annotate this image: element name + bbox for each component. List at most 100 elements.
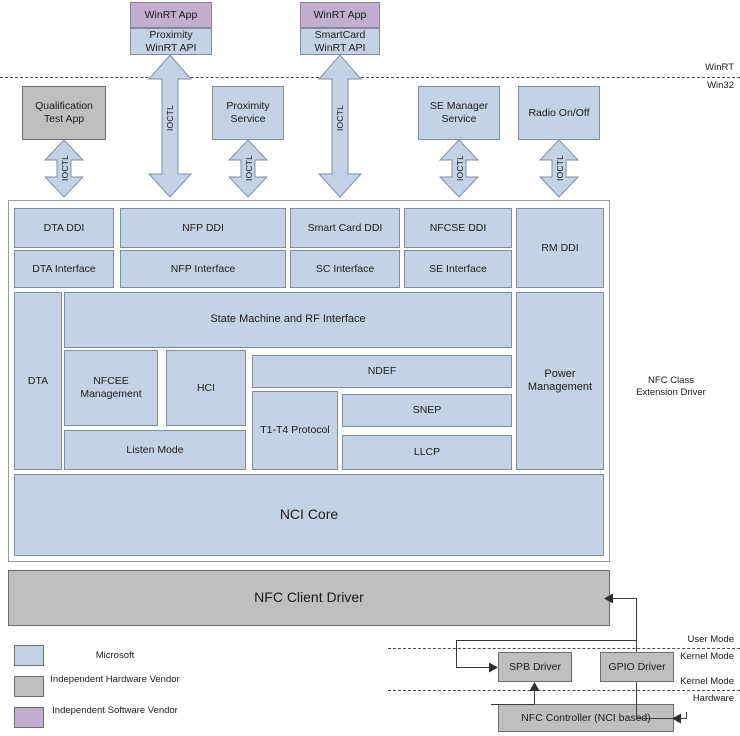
radio-on-off-box: Radio On/Off bbox=[518, 86, 600, 140]
connector-gpio-to-controller-right-vertical bbox=[686, 712, 687, 719]
nfp-ddi-label: NFP DDI bbox=[182, 221, 224, 234]
arrowhead-into-nfc-controller bbox=[672, 713, 682, 724]
hardware-label: Hardware bbox=[692, 693, 734, 704]
winrt-app-1-box: WinRT App bbox=[130, 2, 212, 28]
qualification-test-app-box: Qualification Test App bbox=[22, 86, 106, 140]
ioctl-label-proximity-service: IOCTL bbox=[244, 155, 254, 182]
se-manager-service-box: SE Manager Service bbox=[418, 86, 500, 140]
connector-gpio-to-controller-horizontal bbox=[636, 718, 686, 719]
smartcard-winrt-api-label: SmartCard WinRT API bbox=[314, 28, 366, 54]
connector-gpio-to-client-driver-horizontal bbox=[611, 598, 637, 599]
winrt-app-1-label: WinRT App bbox=[144, 8, 198, 21]
nfcee-management-box: NFCEE Management bbox=[64, 350, 158, 426]
ioctl-label-qualification-test-app: IOCTL bbox=[60, 155, 70, 182]
connector-controller-to-spb-left-vertical bbox=[491, 704, 492, 705]
connector-gpio-to-client-driver-vertical bbox=[636, 598, 637, 652]
connector-client-driver-to-spb-horizontal-bottom bbox=[456, 667, 491, 668]
user-kernel-mode-boundary-line bbox=[388, 648, 740, 649]
win32-boundary-label: Win32 bbox=[707, 80, 734, 91]
llcp-label: LLCP bbox=[413, 446, 441, 459]
se-interface-box: SE Interface bbox=[404, 250, 512, 288]
gpio-driver-box: GPIO Driver bbox=[600, 652, 674, 682]
proximity-service-label: Proximity Service bbox=[226, 100, 270, 125]
nfp-ddi-box: NFP DDI bbox=[120, 208, 286, 248]
ioctl-arrow-se-manager-service bbox=[439, 140, 479, 198]
connector-gpio-to-controller-vertical bbox=[636, 682, 637, 718]
nci-core-label: NCI Core bbox=[279, 506, 339, 523]
dta-interface-box: DTA Interface bbox=[14, 250, 114, 288]
dta-ddi-box: DTA DDI bbox=[14, 208, 114, 248]
t1-t4-protocol-box: T1-T4 Protocol bbox=[252, 391, 338, 470]
nfc-controller-label: NFC Controller (NCI based) bbox=[521, 711, 651, 724]
smart-card-ddi-box: Smart Card DDI bbox=[290, 208, 400, 248]
se-interface-label: SE Interface bbox=[429, 262, 487, 275]
smart-card-ddi-label: Smart Card DDI bbox=[307, 221, 383, 234]
rm-ddi-box: RM DDI bbox=[516, 208, 604, 288]
nfc-client-driver-box: NFC Client Driver bbox=[8, 570, 610, 626]
kernel-mode-bottom-label: Kernel Mode bbox=[680, 676, 734, 687]
dta-interface-label: DTA Interface bbox=[32, 262, 96, 275]
hci-box: HCI bbox=[166, 350, 246, 426]
se-manager-service-label: SE Manager Service bbox=[429, 100, 489, 125]
nfcee-management-label: NFCEE Management bbox=[80, 375, 142, 400]
nfp-interface-label: NFP Interface bbox=[170, 262, 236, 275]
nfc-class-extension-side-label: NFC Class Extension Driver bbox=[636, 375, 706, 398]
sc-interface-box: SC Interface bbox=[290, 250, 400, 288]
qualification-test-app-label: Qualification Test App bbox=[35, 100, 93, 125]
snep-box: SNEP bbox=[342, 394, 512, 427]
t1-t4-protocol-label: T1-T4 Protocol bbox=[260, 424, 330, 437]
listen-mode-label: Listen Mode bbox=[126, 443, 184, 456]
sc-interface-label: SC Interface bbox=[315, 262, 375, 275]
winrt-app-2-label: WinRT App bbox=[313, 8, 367, 21]
connector-client-driver-to-spb-vertical bbox=[456, 640, 457, 667]
winrt-win32-boundary-line bbox=[0, 77, 740, 78]
ioctl-arrow-radio-on-off bbox=[539, 140, 579, 198]
gpio-driver-label: GPIO Driver bbox=[608, 660, 666, 673]
dta-ddi-label: DTA DDI bbox=[43, 221, 85, 234]
listen-mode-box: Listen Mode bbox=[64, 430, 246, 470]
ndef-box: NDEF bbox=[252, 355, 512, 388]
connector-client-driver-to-spb-horizontal-top bbox=[456, 640, 636, 641]
ioctl-label-proximity-api: IOCTL bbox=[165, 105, 175, 132]
ndef-label: NDEF bbox=[367, 365, 397, 378]
ioctl-label-smartcard-api: IOCTL bbox=[335, 105, 345, 132]
legend-swatch-microsoft bbox=[14, 645, 44, 666]
ioctl-label-se-manager-service: IOCTL bbox=[455, 155, 465, 182]
kernel-mode-top-label: Kernel Mode bbox=[680, 651, 734, 662]
radio-on-off-label: Radio On/Off bbox=[528, 106, 590, 119]
dta-box: DTA bbox=[14, 292, 62, 470]
proximity-winrt-api-label: Proximity WinRT API bbox=[145, 28, 197, 54]
ioctl-label-radio-on-off: IOCTL bbox=[555, 155, 565, 182]
winrt-boundary-label: WinRT bbox=[705, 62, 734, 73]
kernel-hardware-boundary-line bbox=[388, 690, 740, 691]
nfp-interface-box: NFP Interface bbox=[120, 250, 286, 288]
power-management-label: Power Management bbox=[527, 367, 593, 393]
dta-label: DTA bbox=[27, 374, 49, 387]
legend-swatch-independent-software-vendor bbox=[14, 707, 44, 728]
nci-core-box: NCI Core bbox=[14, 474, 604, 556]
spb-driver-label: SPB Driver bbox=[509, 660, 561, 673]
proximity-service-box: Proximity Service bbox=[212, 86, 284, 140]
state-machine-and-rf-interface-box: State Machine and RF Interface bbox=[64, 292, 512, 348]
ioctl-arrow-smartcard-api bbox=[318, 55, 362, 198]
legend-label-independent-software-vendor: Independent Software Vendor bbox=[52, 705, 178, 716]
ioctl-arrow-qualification-test-app bbox=[44, 140, 84, 198]
arrowhead-into-spb-driver-from-controller bbox=[529, 682, 540, 692]
nfcse-ddi-box: NFCSE DDI bbox=[404, 208, 512, 248]
connector-controller-to-spb-vertical bbox=[534, 690, 535, 705]
connector-controller-to-spb-horizontal bbox=[491, 704, 535, 705]
ioctl-arrow-proximity-service bbox=[228, 140, 268, 198]
user-mode-label: User Mode bbox=[687, 634, 734, 645]
power-management-box: Power Management bbox=[516, 292, 604, 470]
rm-ddi-label: RM DDI bbox=[541, 241, 579, 254]
llcp-box: LLCP bbox=[342, 435, 512, 470]
winrt-app-2-box: WinRT App bbox=[300, 2, 380, 28]
arrowhead-into-nfc-client-driver bbox=[604, 593, 614, 604]
smartcard-winrt-api-box: SmartCard WinRT API bbox=[300, 28, 380, 55]
state-machine-and-rf-interface-label: State Machine and RF Interface bbox=[210, 313, 366, 326]
snep-label: SNEP bbox=[412, 404, 442, 417]
hci-label: HCI bbox=[196, 381, 216, 394]
arrowhead-into-spb-driver bbox=[488, 662, 498, 673]
legend-label-microsoft: Microsoft bbox=[95, 650, 135, 661]
ioctl-arrow-proximity-api bbox=[148, 55, 192, 198]
